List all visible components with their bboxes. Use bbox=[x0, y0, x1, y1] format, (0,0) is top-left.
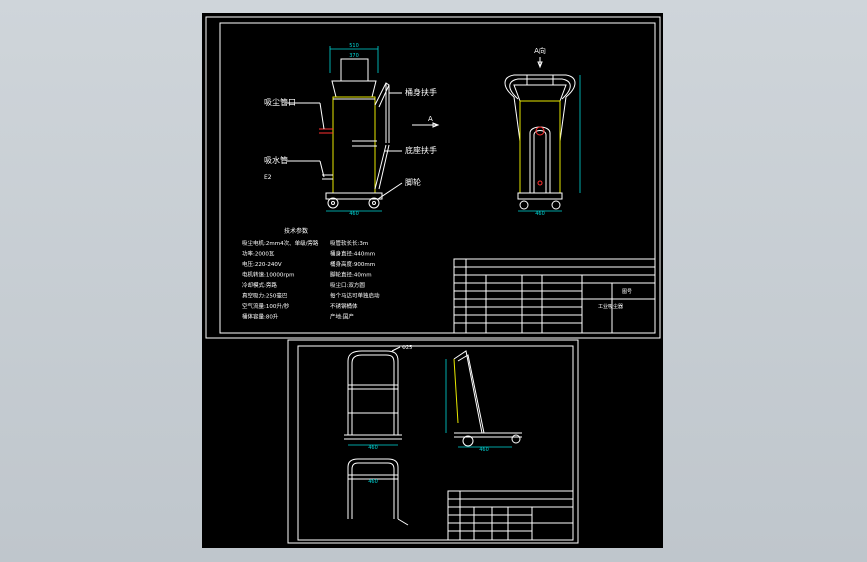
arrow-a-label: A bbox=[428, 115, 433, 123]
label-caster: 脚轮 bbox=[405, 177, 421, 187]
dim-right-base-width: 460 bbox=[535, 211, 545, 217]
dim-bottom-w2: 460 bbox=[479, 447, 489, 453]
tech-param-6-1: 不锈钢桶体 bbox=[330, 302, 358, 310]
front-view-a: A向 460 bbox=[504, 46, 581, 217]
handle-plan-view: 460 bbox=[347, 458, 409, 526]
tech-params-table: 技术参数 吸尘电机:2mm4次、单级/旁路 吸管软长长:3m 功率:2000瓦 桶身直… bbox=[242, 227, 380, 321]
tech-param-3-0: 电机转速:10000rpm bbox=[242, 271, 294, 279]
tech-param-0-1: 吸管软长长:3m bbox=[330, 239, 368, 247]
title-block-1: 工业吸尘器 图号 bbox=[453, 258, 656, 334]
sheet2-outer-frame bbox=[287, 339, 579, 544]
view-a-label: A向 bbox=[534, 46, 546, 55]
cad-drawing: 510 370 bbox=[205, 16, 661, 544]
dim-inner-width: 370 bbox=[349, 53, 359, 59]
tech-param-1-1: 桶身直径:440mm bbox=[330, 250, 375, 258]
title-block-sheet: 图号 bbox=[622, 289, 632, 295]
dim-bottom-w3: 460 bbox=[368, 479, 378, 485]
label-body-handle: 桶身扶手 bbox=[405, 87, 437, 97]
dim-top-width: 510 bbox=[349, 43, 359, 49]
tech-param-4-1: 吸尘口:双方圆 bbox=[330, 281, 365, 289]
tech-param-0-0: 吸尘电机:2mm4次、单级/旁路 bbox=[242, 239, 319, 247]
tech-params-title: 技术参数 bbox=[284, 227, 308, 235]
label-suction-hose: 吸水管 bbox=[264, 155, 288, 165]
dim-base-width: 460 bbox=[349, 211, 359, 217]
title-block-name: 工业吸尘器 bbox=[598, 303, 623, 310]
tech-param-5-1: 每个马达可单独启动 bbox=[330, 292, 380, 300]
label-base-handle: 底座扶手 bbox=[405, 145, 437, 155]
handle-front-view: 460 Φ25 bbox=[344, 345, 412, 451]
tech-param-6-0: 空气流量:100升/秒 bbox=[242, 302, 290, 310]
tech-param-1-0: 功率:2000瓦 bbox=[242, 250, 275, 258]
dim-bottom-w1: 460 bbox=[368, 445, 378, 451]
label-e2: E2 bbox=[264, 174, 272, 181]
sheet1-outer-frame bbox=[205, 16, 661, 339]
label-suction-inlet: 吸尘管口 bbox=[264, 97, 296, 107]
side-view: 510 370 bbox=[264, 43, 440, 217]
drawing-canvas[interactable]: 510 370 bbox=[202, 13, 663, 548]
title-block-2 bbox=[447, 490, 574, 541]
dim-pipe: Φ25 bbox=[402, 345, 412, 351]
tech-param-3-1: 脚轮直径:40mm bbox=[330, 271, 372, 279]
tech-param-7-0: 桶体容量:80升 bbox=[242, 313, 279, 321]
tech-param-4-0: 冷却模式:旁路 bbox=[242, 281, 277, 289]
sheet1-inner-frame bbox=[219, 22, 656, 334]
sheet2-inner-frame bbox=[297, 345, 574, 541]
tech-param-7-1: 产地:国产 bbox=[330, 313, 354, 321]
tech-param-5-0: 真空吸力:250毫巴 bbox=[242, 292, 288, 300]
tech-param-2-1: 桶身高度:900mm bbox=[330, 260, 375, 268]
tech-param-2-0: 电压:220-240V bbox=[242, 260, 282, 268]
handle-side-view: 460 bbox=[445, 350, 522, 453]
